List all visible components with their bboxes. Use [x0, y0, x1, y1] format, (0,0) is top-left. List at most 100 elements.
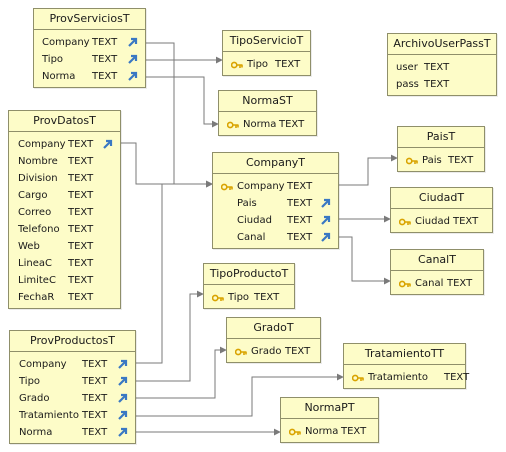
- column-name: Grado: [251, 346, 282, 357]
- column-type: TEXT: [68, 173, 94, 184]
- table-title: NormaPT: [281, 398, 378, 419]
- primary-key-icon: [398, 278, 411, 288]
- column-name: Ciudad: [237, 215, 272, 226]
- column-name: Company: [18, 139, 66, 150]
- column-type: TEXT: [424, 79, 450, 90]
- column-name: Ciudad: [415, 216, 450, 227]
- table-tiposerviciot[interactable]: TipoServicioT Tipo TEXT: [222, 30, 311, 76]
- table-title: CompanyT: [213, 153, 338, 174]
- column-name: Tipo: [247, 59, 269, 70]
- column-name: Pais: [237, 198, 257, 209]
- column-type: TEXT: [82, 410, 108, 421]
- column-name: Canal: [237, 232, 266, 243]
- column-name: Canal: [415, 278, 444, 289]
- column-name: Norma: [305, 426, 339, 437]
- foreign-key-arrow-icon: [320, 198, 331, 209]
- column-type: TEXT: [68, 207, 94, 218]
- column-name: Norma: [19, 427, 53, 438]
- column-name: Tipo: [19, 376, 41, 387]
- column-name: LineaC: [18, 258, 52, 269]
- column-type: TEXT: [424, 62, 450, 73]
- column-type: TEXT: [82, 359, 108, 370]
- column-row[interactable]: Canal TEXT: [213, 229, 338, 246]
- column-row[interactable]: Tipo TEXT: [223, 56, 310, 73]
- column-type: TEXT: [92, 54, 118, 65]
- relationship-edge: [339, 154, 398, 186]
- column-type: TEXT: [287, 232, 313, 243]
- column-row[interactable]: Correo TEXT: [9, 204, 120, 221]
- table-title: TipoServicioT: [223, 31, 310, 52]
- primary-key-icon: [230, 59, 243, 69]
- column-type: TEXT: [92, 71, 118, 82]
- column-name: Company: [237, 181, 285, 192]
- column-type: TEXT: [92, 37, 118, 48]
- column-type: TEXT: [68, 275, 94, 286]
- table-title: TipoProductoT: [204, 264, 294, 285]
- column-row[interactable]: Web TEXT: [9, 238, 120, 255]
- relationship-edge: [136, 346, 227, 399]
- table-title: ProvDatosT: [9, 111, 120, 132]
- column-name: Web: [18, 241, 40, 252]
- column-name: FechaR: [18, 292, 55, 303]
- column-type: TEXT: [275, 59, 301, 70]
- relationship-edge: [339, 236, 391, 285]
- column-type: TEXT: [68, 241, 94, 252]
- foreign-key-arrow-icon: [117, 393, 128, 404]
- foreign-key-arrow-icon: [117, 410, 128, 421]
- relationship-edge: [146, 42, 213, 188]
- foreign-key-arrow-icon: [117, 427, 128, 438]
- table-title: ProvServiciosT: [34, 9, 145, 30]
- column-name: Correo: [18, 207, 52, 218]
- column-type: TEXT: [68, 139, 94, 150]
- column-type: TEXT: [68, 224, 94, 235]
- column-type: TEXT: [341, 426, 367, 437]
